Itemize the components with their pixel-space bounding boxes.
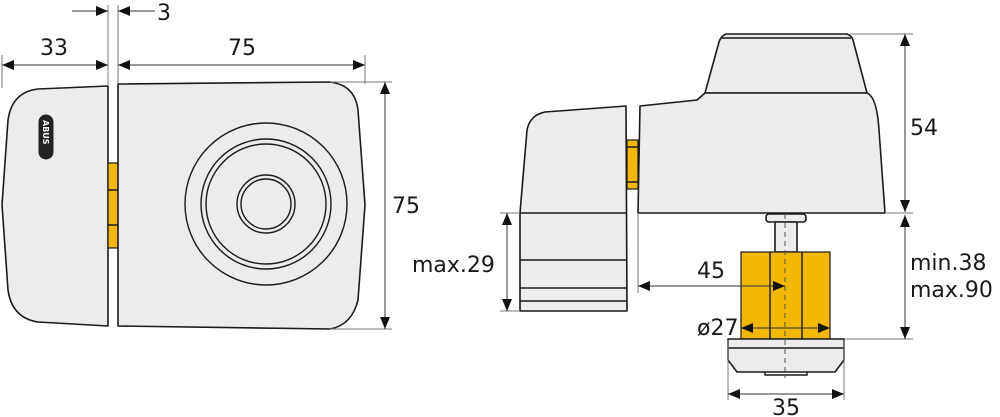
abus-logo-badge: ABUS	[38, 114, 54, 160]
dim-max-label: max.90	[910, 278, 993, 303]
logo-text: ABUS	[41, 120, 50, 145]
dim-strike-width-label: 33	[40, 36, 68, 61]
stem-collar	[765, 213, 807, 223]
base-rosette	[727, 338, 845, 373]
dim-body-height-label: 75	[392, 194, 420, 219]
dim-door-max-label: max.29	[412, 253, 495, 278]
dim-base-label: 35	[772, 396, 800, 417]
bolt-front	[107, 162, 119, 249]
cylinder-knob	[184, 122, 348, 286]
dim-offset-label: 45	[697, 259, 725, 284]
stem-shaft	[774, 221, 798, 253]
side-view: 54 min.38 max.90 max.29 45 ø27 35	[412, 33, 993, 417]
lock-body-side	[637, 92, 886, 214]
dim-height-label: 54	[910, 116, 938, 141]
dim-gap-label: 3	[157, 1, 171, 26]
strike-side	[519, 105, 628, 312]
dim-diameter-label: ø27	[697, 316, 738, 341]
dim-body-width-label: 75	[228, 36, 256, 61]
strike-plate	[1, 85, 109, 327]
bolt-side	[626, 139, 639, 190]
knob-cap	[704, 33, 868, 94]
front-view: ABUS 3 33 75 75	[1, 1, 420, 330]
dim-min-label: min.38	[910, 251, 986, 276]
